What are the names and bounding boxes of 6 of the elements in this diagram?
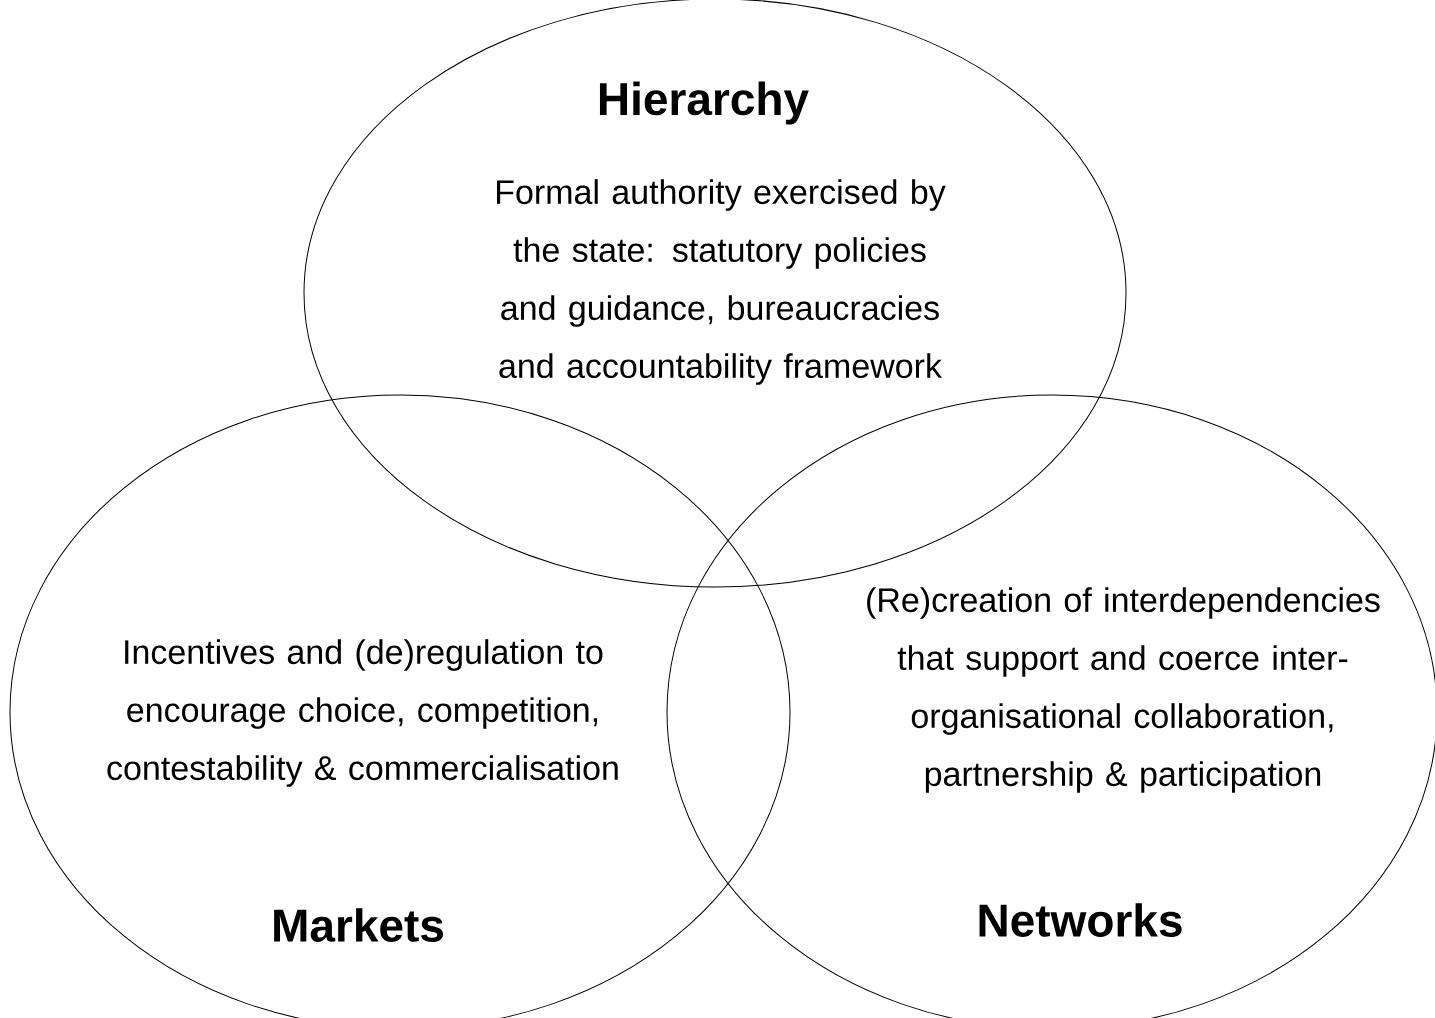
heading: Markets [274, 908, 443, 942]
body-text: Formal authority exercised by the state: statutory policies and guidance, bureaucracies and accountability framework [497, 179, 946, 385]
body-text: Incentives and (de)regulation to encourage choice, competition, contestability & commercialisation [107, 639, 618, 787]
body-text: (Re)creation of interdependencies that support and coerce inter-organisational collaboration, partnership & participation [867, 587, 1380, 793]
heading: Networks [979, 903, 1182, 937]
heading: Hierarchy [599, 81, 809, 125]
